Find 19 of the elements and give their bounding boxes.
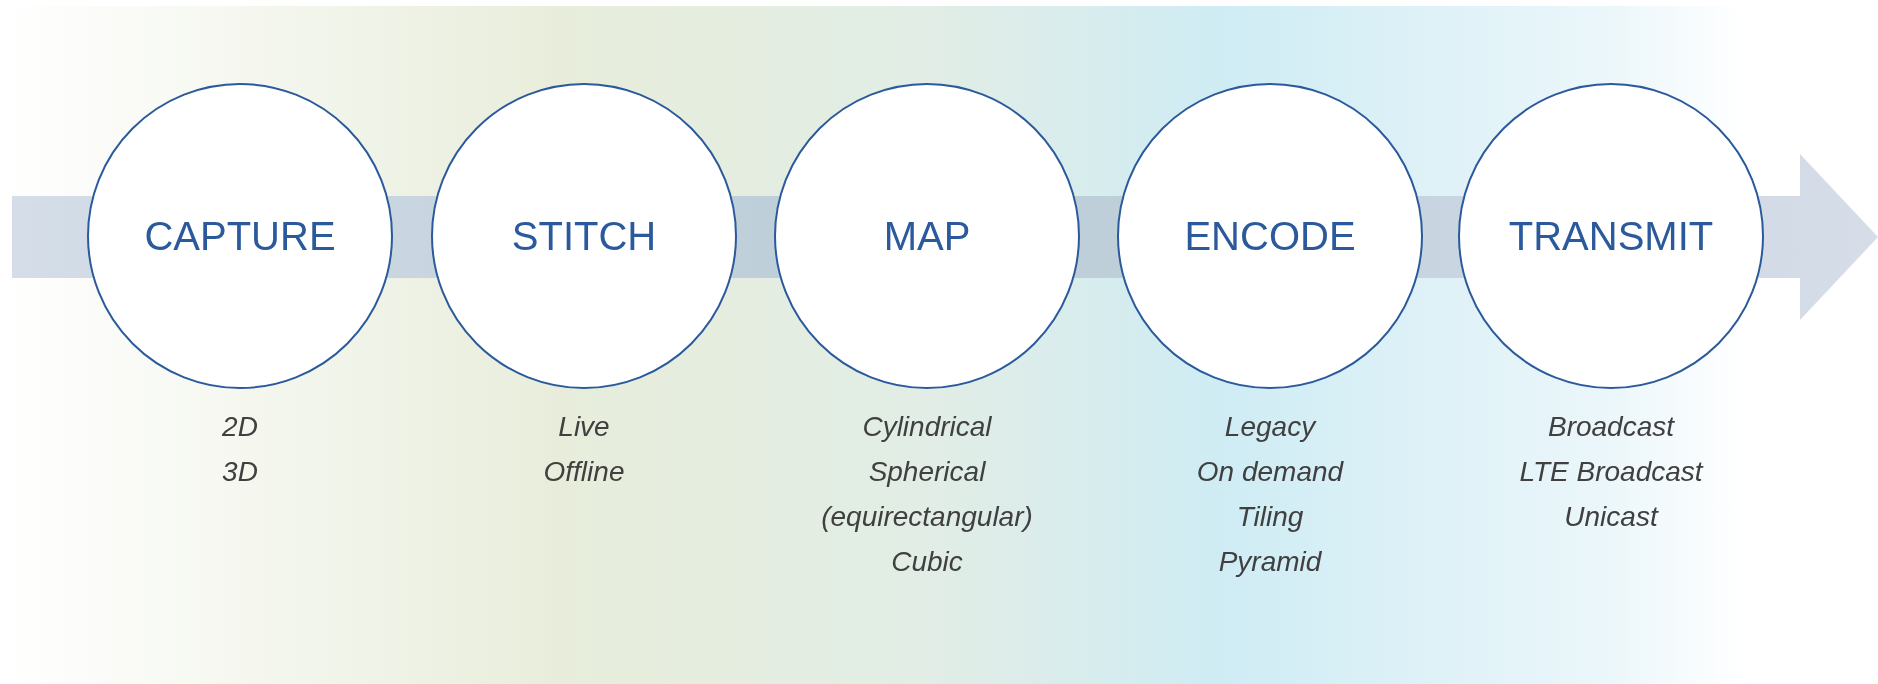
- option-text: Live: [558, 410, 610, 444]
- option-text: Cubic: [891, 545, 963, 579]
- option-text: Offline: [543, 455, 625, 489]
- step-label: CAPTURE: [144, 213, 336, 259]
- option-text: Unicast: [1564, 500, 1658, 534]
- option-text: Cylindrical: [862, 410, 992, 444]
- option-text: Spherical (equirectangular): [820, 455, 1034, 534]
- option-text: Tiling: [1236, 500, 1304, 534]
- step-label: TRANSMIT: [1508, 213, 1714, 259]
- option-text: 3D: [222, 455, 258, 489]
- option-text: LTE Broadcast: [1519, 455, 1703, 489]
- step-label: ENCODE: [1184, 213, 1356, 259]
- option-text: Pyramid: [1218, 545, 1322, 579]
- option-text: 2D: [222, 410, 258, 444]
- step-label: MAP: [883, 213, 971, 259]
- option-text: On demand: [1196, 455, 1344, 489]
- step-label: STITCH: [511, 213, 657, 259]
- option-text: Legacy: [1224, 410, 1316, 444]
- option-text: Broadcast: [1547, 410, 1675, 444]
